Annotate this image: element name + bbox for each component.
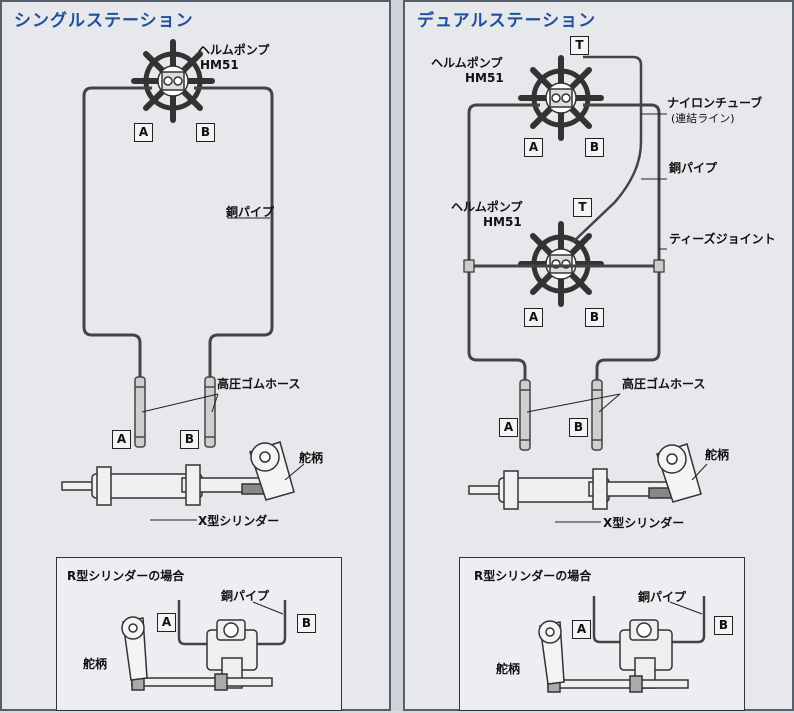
copper-pipe-loop — [82, 86, 274, 377]
tiller-icon — [249, 441, 295, 501]
upper-helm-pump-label: ヘルムポンプ — [431, 56, 503, 70]
rubber-hose-label: 高圧ゴムホース — [622, 377, 706, 391]
dual-station-panel: デュアルステーション — [403, 0, 794, 711]
nylon-tube-label: ナイロンチューブ — [667, 96, 763, 110]
tee-joint-right-icon — [653, 259, 665, 273]
dual-r-tiller-icon — [538, 620, 565, 685]
r-tiller-label: 舵柄 — [496, 662, 521, 676]
x-cylinder-icon — [61, 464, 273, 506]
hose-port-a-box: A — [112, 430, 131, 449]
tee-joint-left-icon — [463, 259, 475, 273]
hose-port-b-box: B — [569, 418, 588, 437]
tiller-label: 舵柄 — [705, 448, 730, 462]
dual-rubber-hose-pair — [519, 379, 603, 451]
r-case-title: R型シリンダーの場合 — [474, 569, 592, 583]
upper-port-b-box: B — [585, 138, 604, 157]
r-case-title: R型シリンダーの場合 — [67, 569, 185, 583]
dual-station-title: デュアルステーション — [417, 11, 597, 31]
r-cylinder-inset: R型シリンダーの場合 A B 銅パイプ — [56, 557, 342, 711]
r-port-b-box: B — [714, 616, 733, 635]
dual-r-cylinder-diagram — [538, 596, 706, 693]
single-station-diagram — [61, 39, 305, 521]
single-station-title: シングルステーション — [14, 11, 194, 31]
copper-pipe-label: 銅パイプ — [669, 161, 718, 175]
r-tiller-label: 舵柄 — [83, 657, 108, 671]
rubber-hose-pair — [134, 376, 216, 448]
panel-divider — [391, 0, 403, 711]
port-b-box: B — [196, 123, 215, 142]
dual-copper-pipe-loop — [467, 103, 661, 380]
dual-x-cylinder-icon — [468, 468, 680, 510]
port-a-box: A — [134, 123, 153, 142]
hose-port-b-box: B — [180, 430, 199, 449]
nylon-tube-line — [572, 55, 643, 243]
lower-helm-pump-model: HM51 — [483, 215, 522, 229]
lower-helm-pump-wheel-icon — [518, 221, 604, 307]
lower-helm-pump-label: ヘルムポンプ — [451, 200, 523, 214]
dual-r-cylinder-icon — [547, 619, 689, 693]
tiller-label: 舵柄 — [299, 451, 324, 465]
lower-port-b-box: B — [585, 308, 604, 327]
dual-station-diagram — [463, 55, 708, 523]
r-port-a-box: A — [572, 620, 591, 639]
r-copper-pipe-label: 銅パイプ — [638, 590, 687, 604]
lower-port-a-box: A — [524, 308, 543, 327]
tee-joint-label: ティーズジョイント — [669, 232, 776, 246]
dual-tiller-icon — [656, 443, 702, 503]
helm-pump-wheel-icon — [131, 39, 215, 123]
rubber-hose-label: 高圧ゴムホース — [217, 377, 301, 391]
x-cylinder-label: X型シリンダー — [198, 514, 280, 528]
helm-pump-model: HM51 — [200, 58, 239, 72]
hose-port-a-box: A — [499, 418, 518, 437]
upper-helm-pump-model: HM51 — [465, 71, 504, 85]
x-cylinder-label: X型シリンダー — [603, 516, 685, 530]
r-port-a-box: A — [157, 613, 176, 632]
lower-port-t-box: T — [573, 198, 592, 217]
nylon-tube-note: (連結ライン) — [671, 112, 735, 125]
r-cylinder-diagram — [121, 600, 287, 691]
r-tiller-icon — [121, 616, 148, 681]
helm-pump-label: ヘルムポンプ — [198, 43, 270, 57]
r-port-b-box: B — [297, 614, 316, 633]
r-cylinder-icon — [131, 619, 273, 691]
upper-helm-pump-wheel-icon — [518, 55, 604, 141]
upper-port-a-box: A — [524, 138, 543, 157]
r-copper-pipe-label: 銅パイプ — [221, 589, 270, 603]
dual-r-cylinder-inset: R型シリンダーの場合 A B 銅パイプ — [459, 557, 745, 711]
single-station-panel: シングルステーション — [0, 0, 391, 711]
copper-pipe-label: 銅パイプ — [226, 205, 275, 219]
upper-port-t-box: T — [570, 36, 589, 55]
